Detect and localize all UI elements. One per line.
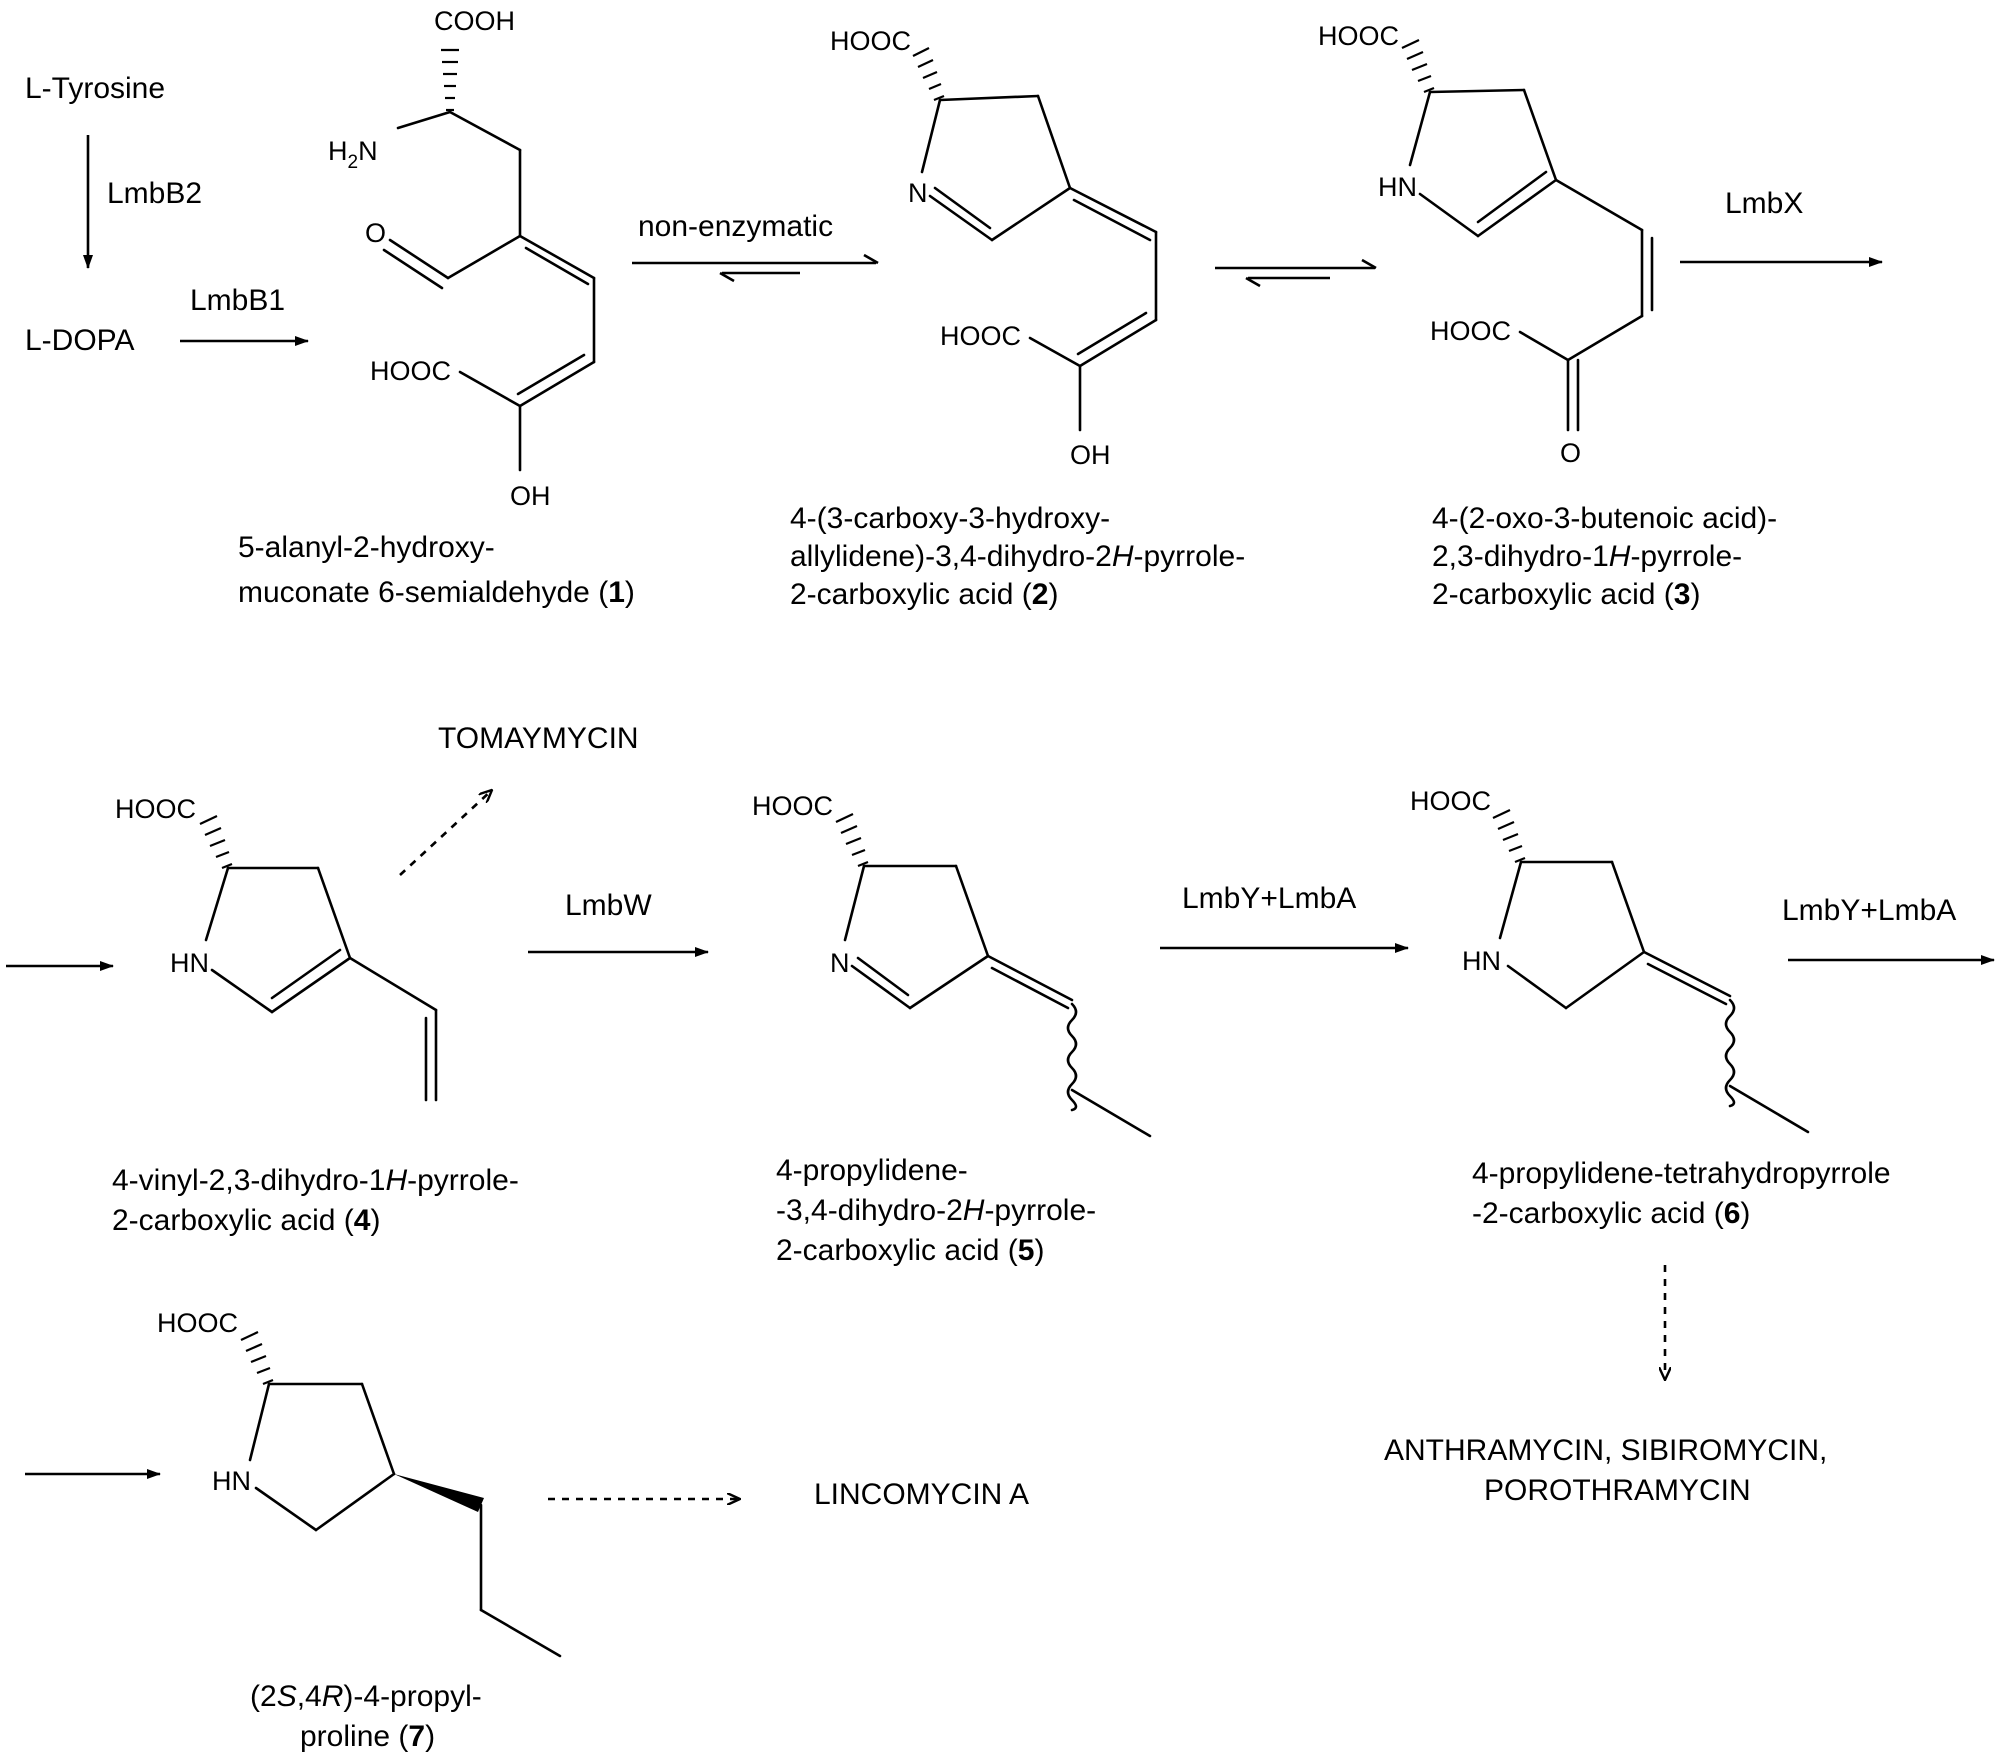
compound-5-name-line3: 2-carboxylic acid (5)	[776, 1234, 1044, 1267]
compound-5-name-line1: 4-propylidene-	[776, 1154, 968, 1187]
c5-hooc-label: HOOC	[752, 791, 833, 821]
compound-7-structure: HOOC HN	[157, 1308, 562, 1658]
c1-aldehyde-o: O	[365, 218, 386, 248]
lmby-lmba-label-2: LmbY+LmbA	[1782, 894, 1956, 927]
compound-2-structure: HOOC N HOOC OH	[830, 26, 1158, 470]
c7-hn-label: HN	[212, 1466, 251, 1496]
lmbb2-enzyme-label: LmbB2	[107, 177, 202, 210]
c3-hn-label: HN	[1378, 172, 1417, 202]
compound-6-name-line1: 4-propylidene-tetrahydropyrrole	[1472, 1157, 1891, 1190]
l-dopa-label: L-DOPA	[25, 324, 134, 357]
c1-h2n-label: H2N	[328, 136, 378, 173]
c1-oh-label: OH	[510, 481, 551, 511]
lmbb1-enzyme-label: LmbB1	[190, 284, 285, 317]
compound-7-name-line1: (2S,4R)-4-propyl-	[250, 1680, 482, 1713]
lmbw-enzyme-label: LmbW	[565, 889, 652, 922]
pbd-products-line2: POROTHRAMYCIN	[1484, 1474, 1751, 1507]
c3-hooc2-label: HOOC	[1430, 316, 1511, 346]
compound-1-name-line1: 5-alanyl-2-hydroxy-	[238, 531, 495, 564]
compound-3-name-line1: 4-(2-oxo-3-butenoic acid)-	[1432, 502, 1777, 535]
pbd-products-line1: ANTHRAMYCIN, SIBIROMYCIN,	[1384, 1434, 1827, 1467]
c6-hooc-label: HOOC	[1410, 786, 1491, 816]
compound-4-structure: HOOC HN	[115, 794, 438, 1102]
compound-2-name-line1: 4-(3-carboxy-3-hydroxy-	[790, 502, 1110, 535]
lmbx-enzyme-label: LmbX	[1725, 187, 1803, 220]
c7-hooc-label: HOOC	[157, 1308, 238, 1338]
c2-hooc-label: HOOC	[830, 26, 911, 56]
compound-5-structure: HOOC N	[752, 791, 1152, 1138]
compound-5-name-line2: -3,4-dihydro-2H-pyrrole-	[776, 1194, 1096, 1227]
compound-1-structure: COOH H2N O HOOC OH	[328, 6, 596, 511]
c1-hooc-label: HOOC	[370, 356, 451, 386]
compound-3-name-line2: 2,3-dihydro-1H-pyrrole-	[1432, 540, 1742, 573]
compound-4-name-line2: 2-carboxylic acid (4)	[112, 1204, 380, 1237]
compound-2-name-line3: 2-carboxylic acid (2)	[790, 578, 1058, 611]
c1-cooh-label: COOH	[434, 6, 515, 36]
c4-hooc-label: HOOC	[115, 794, 196, 824]
c2-oh-label: OH	[1070, 440, 1111, 470]
compound-2-name-line2: allylidene)-3,4-dihydro-2H-pyrrole-	[790, 540, 1245, 573]
non-enzymatic-label: non-enzymatic	[638, 210, 833, 243]
c4-hn-label: HN	[170, 948, 209, 978]
compound-3-name-line3: 2-carboxylic acid (3)	[1432, 578, 1700, 611]
compound-1-name-line2: muconate 6-semialdehyde (1)	[238, 576, 635, 609]
l-tyrosine-label: L-Tyrosine	[25, 72, 165, 105]
compound-4-name-line1: 4-vinyl-2,3-dihydro-1H-pyrrole-	[112, 1164, 519, 1197]
compound-6-name-line2: -2-carboxylic acid (6)	[1472, 1197, 1750, 1230]
compound-6-structure: HOOC HN	[1410, 786, 1810, 1134]
c2-hooc2-label: HOOC	[940, 321, 1021, 351]
c3-hooc-label: HOOC	[1318, 21, 1399, 51]
compound-3-structure: HOOC HN HOOC O	[1318, 21, 1654, 468]
c6-hn-label: HN	[1462, 946, 1501, 976]
compound-7-name-line2: proline (7)	[300, 1720, 435, 1753]
c3-keto-o: O	[1560, 438, 1581, 468]
c5-n-label: N	[830, 948, 850, 978]
tomaymycin-label: TOMAYMYCIN	[438, 722, 639, 755]
lincomycin-label: LINCOMYCIN A	[814, 1478, 1029, 1511]
lmby-lmba-label-1: LmbY+LmbA	[1182, 882, 1356, 915]
c2-n-label: N	[908, 178, 928, 208]
to-tomaymycin-arrow	[399, 790, 492, 876]
